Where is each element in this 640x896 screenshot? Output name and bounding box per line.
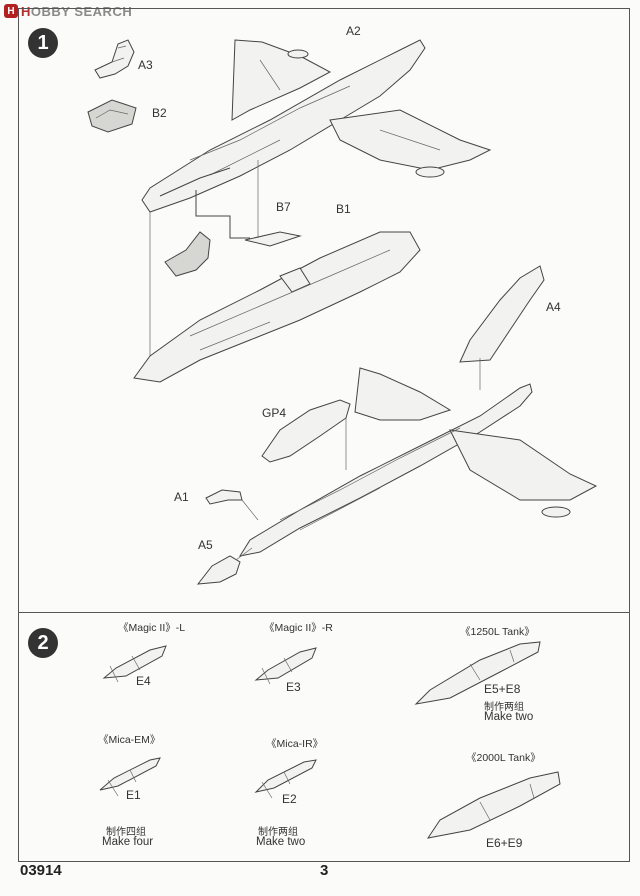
- cn-make-two-1250: 制作两组: [484, 702, 524, 713]
- step-divider: [18, 612, 630, 613]
- label-e5-e8: E5+E8: [484, 682, 521, 696]
- title-mica-em: 《Mica-EM》: [98, 734, 161, 746]
- watermark-logo-icon: H: [4, 4, 18, 18]
- missile-mica-em-drawing: [99, 757, 161, 797]
- label-b7: B7: [276, 200, 291, 214]
- label-a2: A2: [346, 24, 361, 38]
- title-tank-2000l: 《2000L Tank》: [466, 752, 541, 764]
- label-e1: E1: [126, 788, 141, 802]
- title-magic-l: 《Magic II》-L: [118, 622, 186, 634]
- cn-make-two-mica: 制作两组: [258, 827, 298, 838]
- part-a2-drawing: [141, 39, 492, 213]
- title-tank-1250l: 《1250L Tank》: [460, 626, 535, 638]
- part-seat-drawing: [164, 231, 211, 277]
- label-e3: E3: [286, 680, 301, 694]
- label-a1: A1: [174, 490, 189, 504]
- label-a4: A4: [546, 300, 561, 314]
- note-make-two-1250: Make two: [484, 711, 534, 723]
- label-e2: E2: [282, 792, 297, 806]
- title-magic-r: 《Magic II》-R: [264, 622, 333, 634]
- step-1-marker: 1: [28, 28, 58, 58]
- part-a1-drawing: [205, 489, 259, 521]
- missile-magic-l-drawing: [102, 645, 167, 683]
- instruction-frame: [18, 8, 630, 862]
- label-a3: A3: [138, 58, 153, 72]
- part-b7-drawing: [149, 160, 302, 372]
- note-make-four: Make four: [102, 836, 154, 848]
- part-b1-drawing: [133, 231, 421, 383]
- part-a4-drawing: [459, 265, 545, 390]
- label-e6-e9: E6+E9: [486, 836, 523, 850]
- part-gp4-drawing: [261, 399, 351, 470]
- step-2-marker: 2: [28, 628, 58, 658]
- hobbysearch-watermark: H HOBBY SEARCH: [4, 2, 132, 20]
- part-a3-drawing: [94, 39, 135, 79]
- part-a5-drawing: [196, 547, 253, 585]
- cn-make-four: 制作四组: [106, 827, 146, 838]
- note-make-two-mica: Make two: [256, 836, 306, 848]
- part-assembled-aircraft-drawing: [238, 367, 598, 557]
- page-number: 3: [320, 862, 329, 879]
- label-gp4: GP4: [262, 406, 287, 420]
- label-a5: A5: [198, 538, 213, 552]
- missile-magic-r-drawing: [254, 647, 317, 685]
- missile-mica-ir-drawing: [254, 759, 317, 799]
- kit-code: 03914: [20, 862, 62, 879]
- label-b2: B2: [152, 106, 167, 120]
- part-b2-drawing: [87, 99, 137, 133]
- title-mica-ir: 《Mica-IR》: [266, 738, 324, 750]
- label-e4: E4: [136, 674, 151, 688]
- watermark-text: HOBBY SEARCH: [21, 3, 133, 19]
- label-b1: B1: [336, 202, 351, 216]
- tank-2000l-drawing: [426, 771, 561, 839]
- tank-1250l-drawing: [414, 641, 541, 705]
